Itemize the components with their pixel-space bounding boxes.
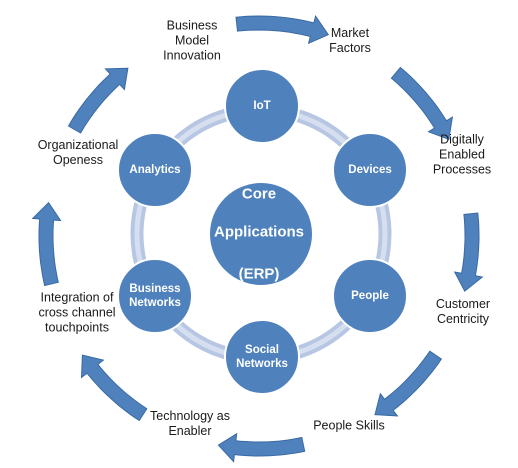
core-line-1: Core	[241, 185, 277, 203]
node-label-people: People	[351, 290, 389, 302]
arrow-bottom	[217, 432, 306, 463]
node-people-circle	[332, 258, 408, 334]
node-analytics-circle	[117, 132, 193, 208]
arrow-left	[31, 201, 62, 287]
label-organizational-openess: Organizational Openess	[37, 138, 119, 167]
node-business-networks-circle	[117, 258, 193, 334]
label-digitally-enabled-processes: Digitally Enabled Processes	[432, 132, 492, 177]
label-business-model-innovation: Business Model Innovation	[163, 18, 221, 63]
node-label-analytics: Analytics	[129, 164, 181, 176]
node-circles	[117, 68, 408, 395]
core-line-3: (ERP)	[238, 265, 280, 283]
arrow-top	[235, 15, 330, 45]
label-people-skills: People Skills	[313, 418, 385, 433]
arrow-bottom-right	[374, 350, 443, 417]
arrow-top-right	[390, 66, 454, 140]
label-market-factors: Market Factors	[329, 26, 371, 55]
node-label-social-networks: Social Networks	[236, 344, 288, 370]
label-technology-as-enabler: Technology as Enabler	[150, 409, 230, 438]
node-social-networks-circle	[224, 319, 300, 395]
outer-arrow-cycle	[31, 15, 484, 463]
node-label-business-networks: Business Networks	[129, 283, 181, 309]
node-label-devices: Devices	[348, 164, 392, 176]
node-iot-circle	[224, 68, 300, 144]
arrow-top-left	[67, 67, 129, 134]
core-node-label: Core Applications (ERP)	[214, 166, 304, 303]
core-line-2: Applications	[213, 223, 305, 241]
label-integration-cross-channel: Integration of cross channel touchpoints	[38, 290, 116, 335]
core-node-circle	[208, 181, 314, 287]
node-label-iot: IoT	[253, 100, 271, 112]
label-customer-centricity: Customer Centricity	[435, 297, 491, 326]
arrow-right	[453, 212, 484, 292]
arrow-bottom-left	[80, 354, 148, 422]
node-devices-circle	[332, 132, 408, 208]
